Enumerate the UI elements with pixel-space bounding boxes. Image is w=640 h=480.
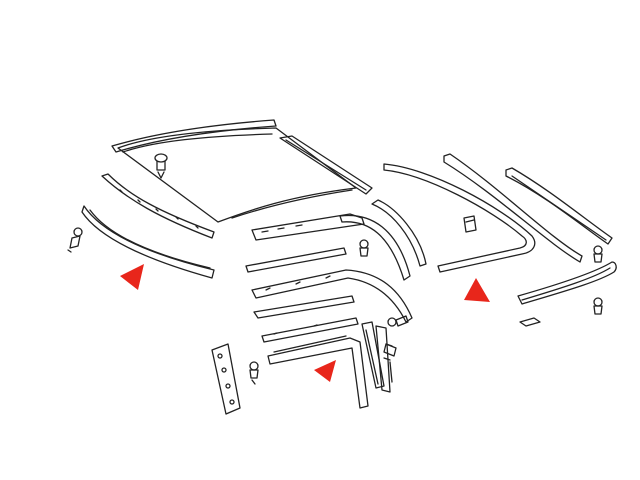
arrow-bottom-icon (314, 360, 336, 382)
center-short-strip-b (261, 317, 359, 343)
center-thin-strip (245, 247, 347, 273)
clip-upper (154, 153, 168, 179)
screw-center (359, 239, 369, 257)
clip-right (463, 215, 477, 233)
screw-center-bottom (249, 361, 259, 385)
screw-right-lower (593, 297, 603, 315)
roof-top-trim-strip (111, 119, 277, 153)
upper-left-moulding (101, 173, 215, 239)
center-short-strip-a (253, 295, 355, 319)
screw-right-upper (593, 245, 603, 263)
screw-left (67, 227, 83, 253)
arrow-left-icon (120, 264, 144, 290)
small-bracket-right (519, 317, 541, 327)
small-clip-center (383, 343, 397, 383)
rear-far-right-strip (505, 167, 613, 245)
rear-lower-right-moulding (517, 261, 617, 305)
lower-left-moulding (81, 205, 215, 279)
a-pillar-trim-strip (279, 135, 373, 195)
rear-long-diagonal-strip (443, 153, 583, 263)
center-upper-moulding (251, 213, 365, 241)
center-moulding-with-clips (251, 269, 413, 323)
c-pillar-vertical-strip (211, 343, 241, 415)
rear-curved-moulding (383, 163, 536, 273)
center-curved-moulding (339, 199, 427, 281)
b-pillar-strip-left (361, 321, 385, 389)
screw-center-right (387, 315, 409, 327)
arrow-right-icon (464, 278, 490, 302)
center-l-shaped-moulding (267, 335, 369, 409)
